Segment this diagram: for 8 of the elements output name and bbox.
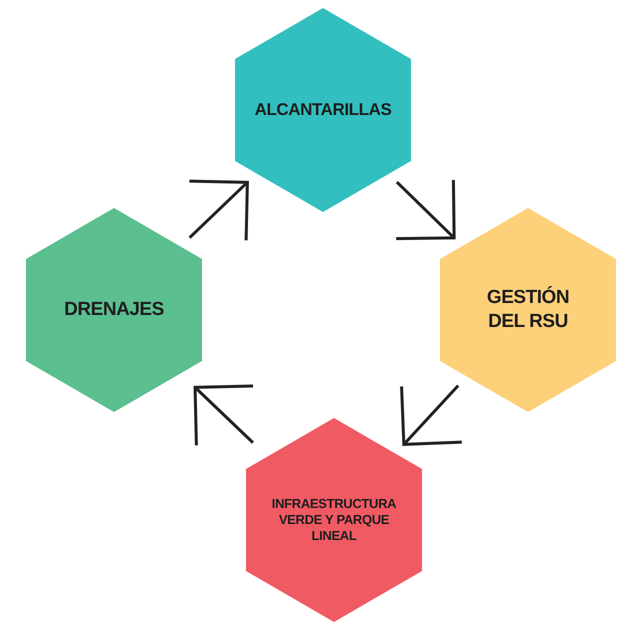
hexagon-label: GESTIÓN DEL RSU — [486, 286, 570, 334]
hexagon-label: INFRAESTRUCTURA VERDE Y PARQUE LINEAL — [270, 496, 398, 544]
hexagon-label: ALCANTARILLAS — [254, 99, 392, 121]
arrow — [400, 384, 464, 446]
hexagon-label: DRENAJES — [64, 298, 164, 322]
arrow — [194, 384, 255, 447]
arrow — [188, 180, 249, 242]
arrow — [394, 178, 456, 240]
